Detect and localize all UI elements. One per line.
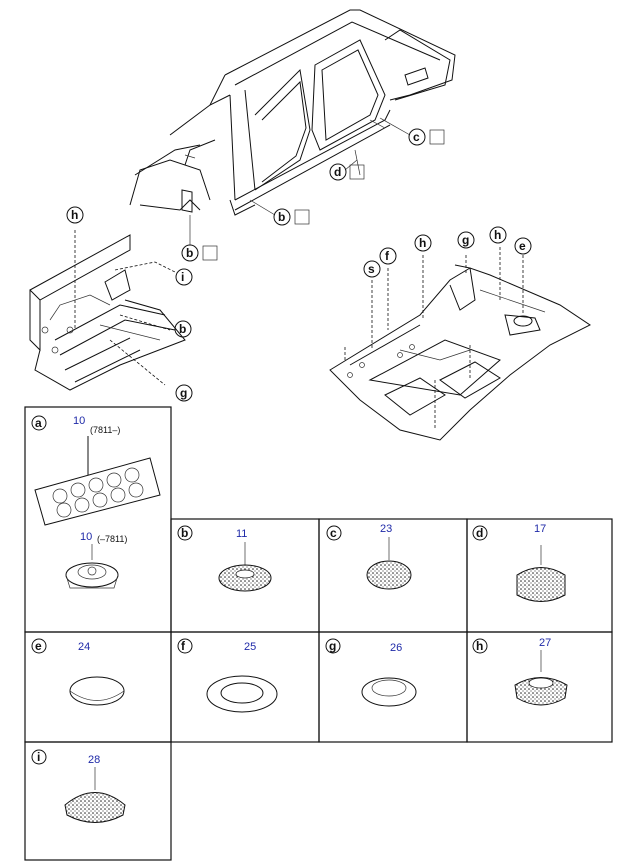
cell-d-letter: d xyxy=(476,526,483,540)
cell-b-letter: b xyxy=(181,526,188,540)
svg-text:e: e xyxy=(519,239,526,253)
callout-b-left: b xyxy=(174,320,192,338)
cell-b-number: 11 xyxy=(236,528,247,540)
cell-h-letter: h xyxy=(476,639,483,653)
svg-text:b: b xyxy=(186,246,193,260)
cell-f-letter: f xyxy=(181,639,186,653)
cap-26-icon xyxy=(361,677,417,707)
callout-b-top: b xyxy=(273,208,310,226)
cell-f-number: 25 xyxy=(244,641,256,653)
ring-25-icon xyxy=(206,675,278,713)
cell-i: i 28 xyxy=(31,749,126,823)
cell-a-note-bottom: (–7811) xyxy=(97,534,127,544)
svg-text:c: c xyxy=(413,130,420,144)
plug-28-icon xyxy=(64,792,126,823)
svg-text:h: h xyxy=(419,236,426,250)
svg-text:b: b xyxy=(179,322,186,336)
cell-c-letter: c xyxy=(330,526,337,540)
svg-text:i: i xyxy=(181,270,184,284)
cell-e: e 24 xyxy=(31,638,125,706)
cell-a-number-bottom: 10 xyxy=(80,531,92,543)
callout-f-right: f xyxy=(379,247,397,265)
svg-text:g: g xyxy=(462,233,469,247)
cell-d-number: 17 xyxy=(534,523,546,535)
rear-floor-drawing xyxy=(329,247,591,441)
cell-g-number: 26 xyxy=(390,642,402,654)
callout-g-left: g xyxy=(175,384,193,402)
plug-17-icon xyxy=(516,567,566,602)
cell-h-number: 27 xyxy=(539,637,551,649)
cell-b: b 11 xyxy=(177,525,272,592)
cell-f: f 25 xyxy=(177,638,278,713)
plug-sheet-icon xyxy=(34,457,161,526)
svg-text:g: g xyxy=(180,386,187,400)
cell-c: c 23 xyxy=(326,523,412,590)
cell-a-note-top: (7811–) xyxy=(90,425,120,435)
callout-g-right: g xyxy=(457,231,475,249)
callout-h-left: h xyxy=(66,206,84,224)
cell-a: a 10 (7811–) 10 (–7811) xyxy=(31,415,161,589)
cell-a-number-top: 10 xyxy=(73,415,85,427)
plug-23-icon xyxy=(366,560,412,590)
svg-text:h: h xyxy=(494,228,501,242)
svg-text:h: h xyxy=(71,208,78,222)
svg-text:b: b xyxy=(278,210,285,224)
car-body-side-drawing xyxy=(129,9,456,245)
callout-h-right-2: h xyxy=(489,226,507,244)
callout-s-right: s xyxy=(363,260,381,278)
grommet-27-icon xyxy=(514,677,568,706)
svg-text:f: f xyxy=(385,249,390,263)
cell-i-number: 28 xyxy=(88,754,100,766)
cell-d: d 17 xyxy=(472,523,566,602)
cell-e-letter: e xyxy=(35,639,42,653)
svg-text:d: d xyxy=(334,165,341,179)
cell-e-number: 24 xyxy=(78,641,90,653)
callout-h-right-1: h xyxy=(414,234,432,252)
parts-grid xyxy=(24,406,613,861)
cell-g-letter: g xyxy=(329,639,336,653)
callout-c-top: c xyxy=(408,128,445,146)
cell-h: h 27 xyxy=(472,637,568,706)
svg-text:s: s xyxy=(368,262,375,276)
cell-i-letter: i xyxy=(37,750,40,764)
front-floor-drawing xyxy=(29,230,186,391)
callout-b-front: b xyxy=(181,244,218,262)
cell-a-letter: a xyxy=(35,416,42,430)
cell-c-number: 23 xyxy=(380,523,392,535)
cell-g: g 26 xyxy=(325,638,417,707)
callout-e-right: e xyxy=(514,237,532,255)
callout-d-top: d xyxy=(329,163,365,181)
callout-i-left: i xyxy=(175,268,193,286)
